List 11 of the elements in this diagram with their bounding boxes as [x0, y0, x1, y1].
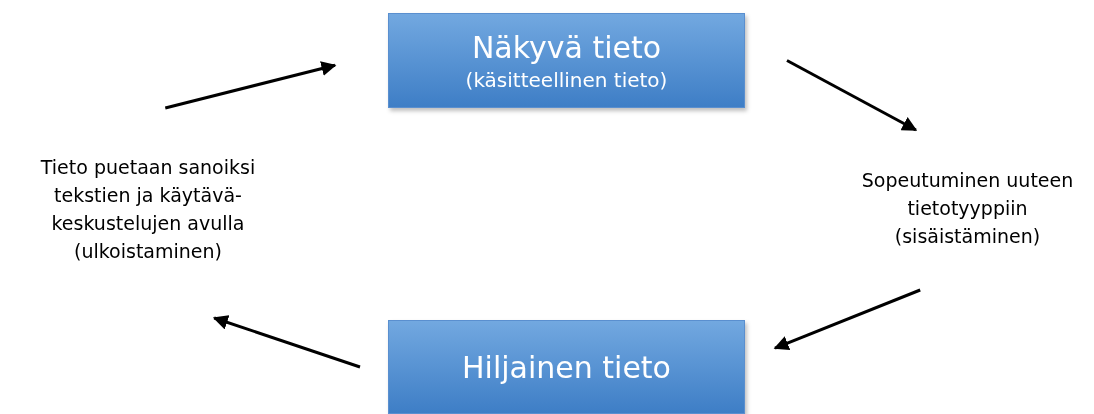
arrow — [773, 288, 921, 351]
process-box — [388, 320, 745, 414]
arrow — [212, 315, 361, 369]
node-text: Tieto puetaan sanoiksi tekstien ja käytävä-keskustelujen avulla (ulkoistaminen) — [39, 155, 257, 264]
process-box — [388, 13, 745, 108]
box-subtitle: (käsitteellinen tieto) — [465, 67, 668, 93]
arrow — [786, 59, 918, 132]
arrow — [164, 61, 337, 110]
box-title: Hiljainen tieto — [462, 348, 671, 387]
node-text: Sopeutuminen uuteen tietotyyppiin (sisäistäminen) — [860, 168, 1075, 249]
box-title: Näkyvä tieto — [471, 29, 662, 67]
